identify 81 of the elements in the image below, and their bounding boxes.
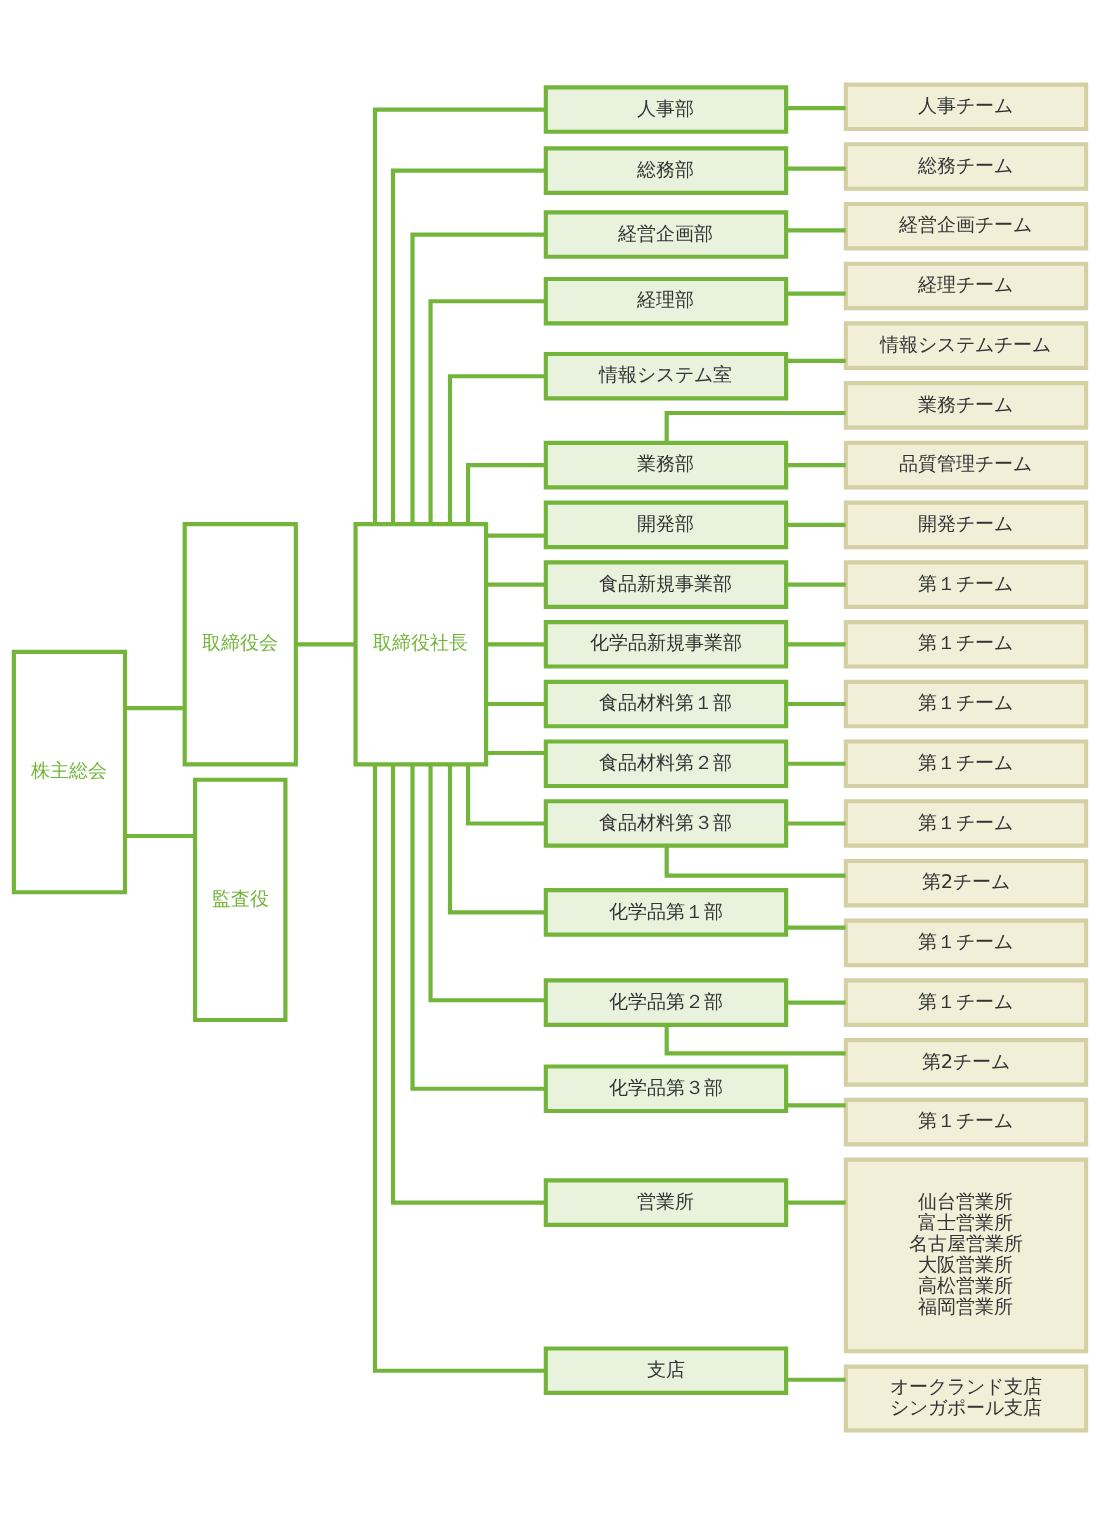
node-box: 監査役 (193, 777, 288, 1022)
node-box: 化学品新規事業部 (543, 619, 789, 669)
connector (664, 410, 846, 443)
connector (786, 522, 846, 527)
node-box: 第１チーム (843, 977, 1089, 1027)
connector (486, 750, 546, 755)
connector (390, 168, 546, 524)
connector (786, 1377, 846, 1382)
connector (786, 761, 846, 766)
node-box: 人事部 (543, 84, 789, 134)
node-box: 総務チーム (843, 141, 1089, 191)
connector (786, 166, 846, 171)
node-box: 開発チーム (843, 500, 1089, 549)
node-box: 人事チーム (843, 81, 1089, 131)
connector (125, 833, 195, 838)
connector (786, 227, 846, 232)
connector (664, 845, 846, 878)
connector (786, 291, 846, 296)
node-box: 第１チーム (843, 1097, 1089, 1146)
node-box: 第2チーム (843, 1037, 1089, 1087)
connector (786, 105, 846, 110)
node-box: 食品新規事業部 (543, 559, 789, 609)
connector (465, 462, 546, 524)
node-box: 経理チーム (843, 261, 1089, 310)
node-box: 第2チーム (843, 858, 1089, 907)
node-box: 第１チーム (843, 918, 1089, 967)
node-box: 第１チーム (843, 679, 1089, 728)
node-box: 取締役会 (182, 521, 298, 767)
node-box: 品質管理チーム (843, 440, 1089, 489)
node-box: 業務チーム (843, 380, 1089, 430)
node-box: 営業所 (543, 1177, 789, 1227)
connector (786, 1200, 846, 1205)
connector (486, 533, 546, 538)
connector (486, 701, 546, 706)
node-box: 開発部 (543, 500, 789, 549)
connector (786, 1000, 846, 1005)
connector (486, 641, 546, 646)
connector (428, 764, 546, 1002)
node-box: 食品材料第３部 (543, 798, 789, 848)
node-box: 情報システムチーム (843, 320, 1089, 370)
node-box: 取締役社長 (353, 521, 489, 767)
connector (428, 298, 546, 524)
node-box: 経営企画部 (543, 209, 789, 259)
node-box: 情報システム室 (543, 351, 789, 401)
node-box: 経理部 (543, 276, 789, 326)
connector (486, 582, 546, 587)
connector (786, 462, 846, 467)
node-box: 食品材料第２部 (543, 738, 789, 788)
node-box: 仙台営業所 富士営業所 名古屋営業所 大阪営業所 高松営業所 福岡営業所 (843, 1157, 1089, 1353)
connector (125, 705, 185, 710)
connector (786, 701, 846, 706)
connector (786, 582, 846, 587)
node-box: 業務部 (543, 440, 789, 489)
node-box: 化学品第３部 (543, 1063, 789, 1113)
connector (410, 764, 546, 1091)
node-box: 株主総会 (11, 649, 128, 894)
node-box: 第１チーム (843, 559, 1089, 609)
node-box: 第１チーム (843, 738, 1089, 788)
connector (786, 358, 846, 363)
node-box: 食品材料第１部 (543, 679, 789, 728)
connector (786, 925, 846, 930)
node-box: オークランド支店 シンガポール支店 (843, 1363, 1089, 1433)
node-box: 化学品第２部 (543, 977, 789, 1027)
node-box: 化学品第１部 (543, 887, 789, 937)
node-box: 総務部 (543, 145, 789, 195)
node-box: 第１チーム (843, 798, 1089, 848)
node-box: 支店 (543, 1345, 789, 1395)
connector (372, 764, 546, 1373)
connector (447, 764, 546, 914)
connector (465, 764, 546, 826)
node-box: 第１チーム (843, 619, 1089, 669)
connector (786, 641, 846, 646)
connector (295, 641, 356, 646)
connector (390, 764, 546, 1205)
connector (664, 1024, 846, 1055)
connector (786, 820, 846, 826)
connector (786, 1102, 846, 1107)
node-box: 経営企画チーム (843, 201, 1089, 251)
connector (372, 106, 546, 524)
connector (410, 231, 546, 524)
connector (447, 373, 546, 524)
